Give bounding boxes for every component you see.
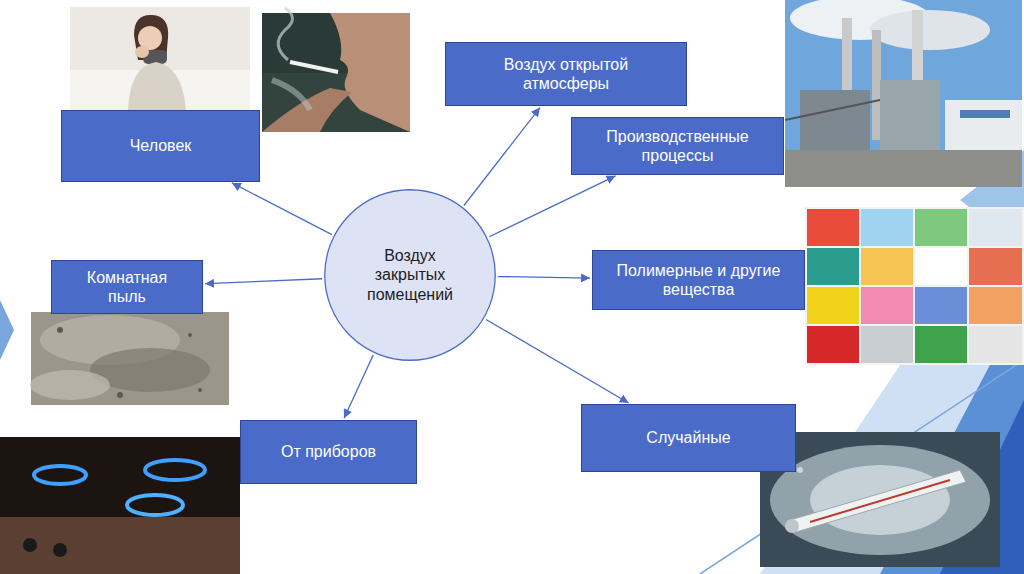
photo-polymers-part	[861, 209, 913, 246]
photo-stove-part	[145, 460, 205, 480]
photo-polymers-part	[861, 248, 913, 285]
photo-thermometer-part	[760, 432, 1000, 567]
source-box: Воздух открытой атмосферы	[445, 42, 687, 106]
node-label: Человек	[130, 136, 192, 155]
source-box: Человек	[61, 110, 260, 182]
photo-polymers-part	[807, 287, 859, 324]
node-label: Комнатная пыль	[77, 268, 177, 306]
arrow-connector	[344, 355, 373, 418]
photo-stove-part	[53, 543, 67, 557]
decor-triangles-part	[0, 300, 14, 360]
photo-thermometer	[760, 432, 1000, 567]
photo-smoking	[262, 8, 410, 132]
center-circle: Воздух закрытых помещений	[323, 188, 497, 362]
photo-factory-part	[785, 150, 1022, 187]
photo-polymers-part	[969, 248, 1022, 285]
photo-thermometer-part	[785, 519, 799, 533]
photo-person	[70, 7, 250, 110]
photo-factory-part	[872, 30, 881, 140]
photo-polymers-part	[807, 209, 859, 246]
source-box: Полимерные и другие вещества	[592, 250, 805, 310]
photo-smoking-part	[330, 13, 410, 132]
photo-stove-part	[127, 495, 183, 515]
arrow-connector	[232, 183, 332, 235]
source-box: От приборов	[240, 420, 417, 484]
photo-stove-part	[34, 466, 86, 484]
photo-dust-part	[57, 327, 63, 333]
photo-factory	[785, 0, 1022, 187]
photo-dust-part	[31, 312, 229, 405]
photo-stove-part	[0, 517, 240, 574]
arrow-connector	[489, 176, 615, 237]
arrow-connector	[464, 108, 540, 206]
photo-factory-part	[870, 10, 990, 50]
photo-polymers	[805, 207, 1024, 365]
arrow-connector	[486, 319, 629, 403]
photo-polymers-part	[915, 248, 967, 285]
photo-thermometer-part	[810, 465, 950, 535]
photo-dust-part	[198, 388, 202, 392]
photo-thermometer-part	[797, 467, 803, 473]
source-box: Случайные	[581, 404, 796, 472]
photo-person-part	[128, 62, 186, 110]
photo-factory-part	[880, 80, 940, 150]
photo-polymers-part	[969, 209, 1022, 246]
photo-person-part	[135, 46, 149, 58]
node-label: Воздух открытой атмосферы	[476, 55, 656, 93]
photo-factory-part	[960, 110, 1010, 118]
photo-smoking-part	[290, 62, 338, 72]
node-label: Случайные	[646, 428, 730, 447]
photo-polymers-part	[805, 207, 1024, 365]
photo-polymers-part	[807, 326, 859, 363]
photo-thermometer-part	[790, 470, 966, 532]
source-box: Производственные процессы	[571, 117, 784, 175]
node-label: Воздух закрытых помещений	[360, 246, 460, 304]
photo-stove-part	[23, 538, 37, 552]
photo-stove-part	[0, 437, 240, 517]
photo-stove	[0, 437, 240, 574]
photo-person-part	[70, 7, 250, 110]
photo-polymers-part	[915, 209, 967, 246]
photo-factory-part	[800, 90, 870, 150]
decor-triangles	[0, 150, 1024, 574]
photo-smoking-part	[272, 80, 310, 110]
circle-shape	[325, 190, 496, 361]
photo-factory-part	[945, 100, 1022, 150]
photo-polymers-part	[915, 326, 967, 363]
photo-factory-part	[785, 100, 880, 120]
photo-polymers-part	[861, 326, 913, 363]
photo-smoking-part	[278, 8, 292, 60]
photo-dust	[30, 312, 229, 405]
photo-thermometer-part	[810, 480, 950, 522]
photo-polymers-part	[969, 326, 1022, 363]
photo-dust-part	[30, 370, 110, 400]
arrow-connector	[205, 279, 322, 284]
source-box: Комнатная пыль	[51, 260, 203, 314]
node-label: Полимерные и другие вещества	[604, 261, 794, 299]
decor-triangles-part	[760, 180, 1024, 574]
photo-thermometer-part	[770, 445, 990, 555]
photo-polymers-part	[969, 287, 1022, 324]
node-label: От приборов	[281, 442, 376, 461]
photo-polymers-part	[861, 287, 913, 324]
photo-stove-part	[0, 437, 240, 574]
node-label: Производственные процессы	[583, 127, 773, 165]
arrow-connector	[498, 277, 590, 279]
photo-polymers-part	[807, 248, 859, 285]
photo-polymers-part	[915, 287, 967, 324]
photo-dust-part	[188, 333, 192, 337]
photo-dust-part	[117, 392, 123, 398]
